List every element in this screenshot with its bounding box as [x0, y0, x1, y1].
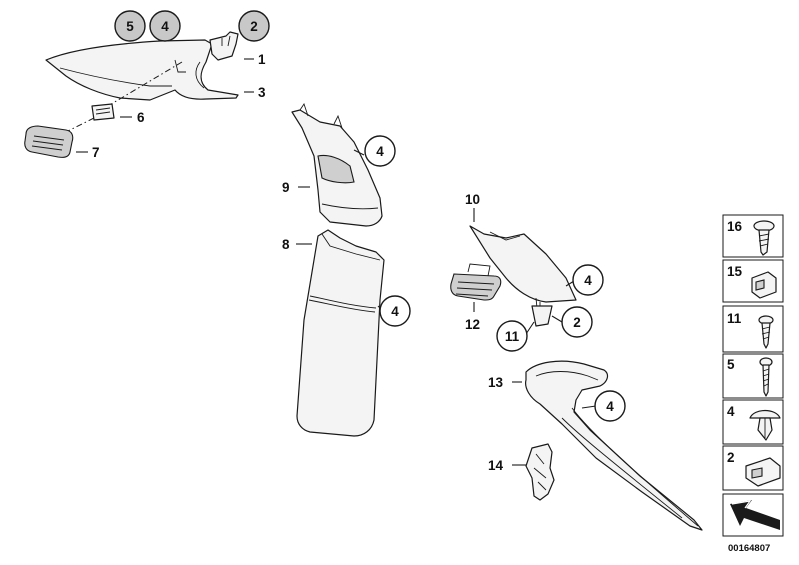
label-9: 9: [282, 180, 290, 195]
clip-nut-icon: [751, 271, 777, 299]
legend-item-16: 16: [722, 214, 784, 258]
callout-5-top: 5: [114, 10, 146, 42]
part-14-bracket: [525, 443, 555, 501]
legend-item-4: 4: [722, 399, 784, 445]
callout-4-belt: 4: [594, 390, 626, 422]
svg-text:4: 4: [391, 304, 399, 319]
label-7: 7: [92, 145, 100, 160]
callout-2-top: 2: [238, 10, 270, 42]
svg-text:5: 5: [126, 19, 134, 34]
legend-item-5: 5: [722, 353, 784, 399]
part-12-grille: [450, 263, 502, 301]
svg-text:2: 2: [573, 315, 581, 330]
part-10-upper-trim: [469, 225, 577, 325]
callout-4-trim: 4: [572, 264, 604, 296]
part-7-grille: [24, 125, 74, 158]
diagram-reference-number: 00164807: [728, 543, 770, 554]
callout-2-trim: 2: [561, 306, 593, 338]
svg-text:5: 5: [727, 357, 735, 372]
label-14: 14: [488, 458, 504, 473]
part-1-bracket: [209, 31, 239, 61]
svg-text:15: 15: [727, 264, 743, 279]
callout-11: 11: [496, 320, 528, 352]
svg-text:11: 11: [505, 329, 520, 344]
label-12: 12: [465, 317, 480, 332]
label-8: 8: [282, 237, 290, 252]
label-13: 13: [488, 375, 504, 390]
clip-icon: [745, 457, 781, 487]
part-13-lower-trim: [525, 360, 703, 531]
part-8-b-pillar-lower: [296, 229, 385, 437]
svg-text:2: 2: [727, 450, 735, 465]
callout-4-top: 4: [149, 10, 181, 42]
label-3: 3: [258, 85, 266, 100]
svg-text:4: 4: [584, 273, 592, 288]
part-11-bracket: [531, 305, 553, 327]
svg-text:4: 4: [376, 144, 384, 159]
legend-item-15: 15: [722, 259, 784, 303]
svg-text:2: 2: [250, 19, 258, 34]
label-1: 1: [258, 52, 266, 67]
part-3-c-pillar-upper-trim: [45, 39, 239, 101]
part-6-holder: [91, 103, 115, 121]
callout-4-cover: 4: [379, 295, 411, 327]
callout-4-pillar: 4: [364, 135, 396, 167]
tapping-screw-icon: [759, 357, 773, 397]
svg-text:4: 4: [727, 404, 735, 419]
fastener-legend: 16 15 11: [722, 214, 784, 537]
screw-collar-icon: [753, 220, 775, 256]
screw-icon: [758, 315, 774, 349]
legend-item-11: 11: [722, 305, 784, 353]
label-6: 6: [137, 110, 145, 125]
legend-item-2: 2: [722, 445, 784, 491]
expanding-rivet-icon: [749, 409, 781, 441]
assembly-line-6: [107, 61, 183, 107]
svg-text:16: 16: [727, 219, 743, 234]
svg-text:4: 4: [161, 19, 169, 34]
legend-item-arrow: [722, 493, 784, 537]
svg-text:4: 4: [606, 399, 614, 414]
label-10: 10: [465, 192, 480, 207]
direction-arrow-icon: [730, 500, 780, 530]
part-number-labels: 1 3 6 7 9 8 10 12 13 14: [92, 52, 504, 473]
svg-text:11: 11: [727, 311, 742, 326]
part-9-b-pillar-upper: [291, 102, 383, 227]
